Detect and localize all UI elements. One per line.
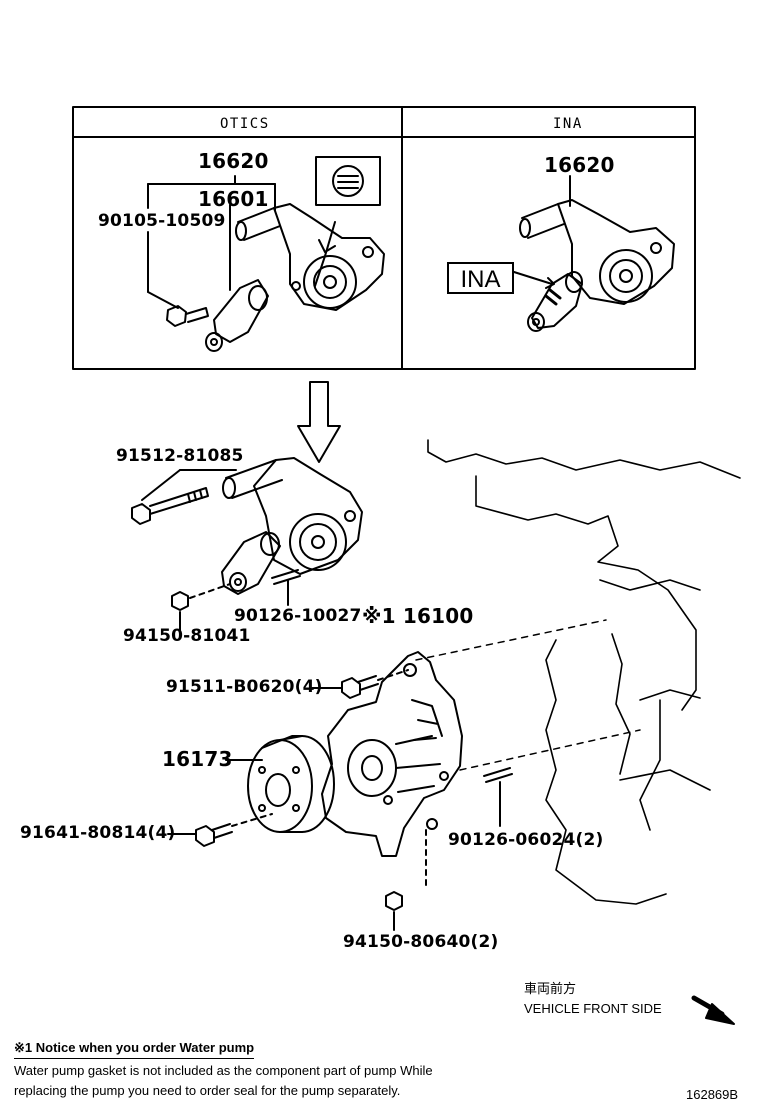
otics-panel-header: OTICS xyxy=(220,116,270,132)
notice-line-2: replacing the pump you need to order sea… xyxy=(14,1083,401,1098)
part-label-91641-80814: 91641-80814(4) xyxy=(20,823,176,843)
ina-tensioner-drawing xyxy=(513,175,675,332)
part-label-91511-b0620: 91511-B0620(4) xyxy=(166,677,323,697)
notice-line-1: Water pump gasket is not included as the… xyxy=(14,1063,433,1078)
part-label-90126-10027: 90126-10027 xyxy=(234,606,362,626)
part-label-16173: 16173 xyxy=(162,747,233,771)
notice-title: ※1 Notice when you order Water pump xyxy=(14,1040,255,1059)
direction-english: VEHICLE FRONT SIDE xyxy=(524,1001,662,1016)
part-label-90105-10509: 90105-10509 xyxy=(98,211,226,231)
part-label-16100: ※1 16100 xyxy=(362,604,474,628)
inset-frame xyxy=(72,106,696,370)
ina-tag: INA xyxy=(447,262,514,294)
vehicle-front-arrow xyxy=(691,995,735,1025)
down-arrow xyxy=(297,381,341,463)
ina-panel-header: INA xyxy=(553,116,583,132)
direction-japanese: 車両前方 xyxy=(524,981,577,996)
part-label-16620-otics: 16620 xyxy=(198,149,269,173)
part-label-94150-80640: 94150-80640(2) xyxy=(343,932,499,952)
water-pump-drawing xyxy=(311,619,641,931)
pump-pulley-drawing xyxy=(167,735,335,847)
part-label-90126-06024: 90126-06024(2) xyxy=(448,830,604,850)
part-label-91512-81085: 91512-81085 xyxy=(116,446,244,466)
engine-block-outline xyxy=(427,439,741,905)
part-label-94150-81041: 94150-81041 xyxy=(123,626,251,646)
otics-tensioner-drawing xyxy=(147,156,385,352)
part-label-16601: 16601 xyxy=(198,187,269,211)
figure-id: 162869B xyxy=(686,1087,739,1102)
part-label-16620-ina: 16620 xyxy=(544,153,615,177)
tensioner-assembly-drawing xyxy=(131,457,363,631)
